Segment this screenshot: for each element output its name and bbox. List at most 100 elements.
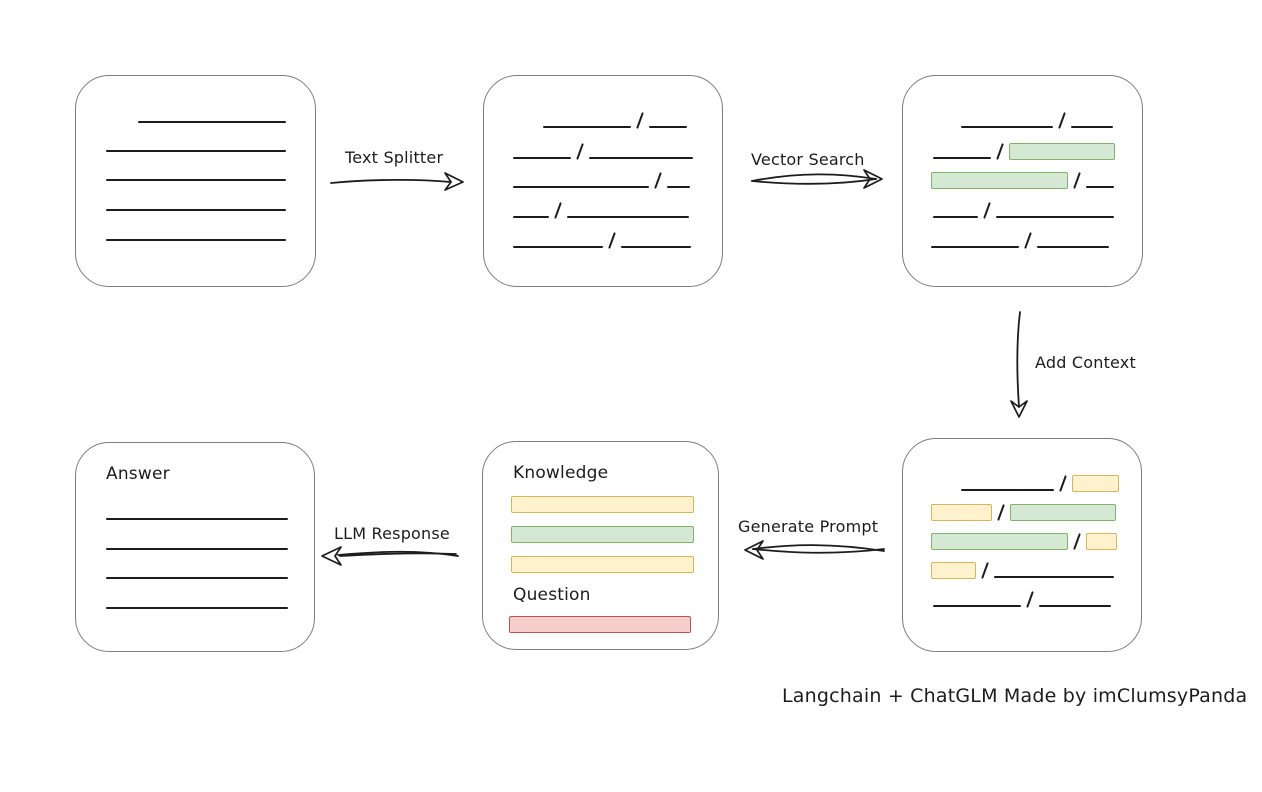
chunk-separator [997, 504, 1005, 521]
chunk-row [513, 201, 689, 219]
text-line [513, 157, 571, 159]
text-splitter-arrow [330, 178, 452, 184]
chunk-row [513, 142, 693, 160]
vector-search-arrow [751, 173, 877, 182]
chunk-highlight-yellow [1086, 533, 1117, 550]
text-line [106, 150, 286, 152]
question-bar-red [509, 616, 691, 633]
chunk-separator [1058, 112, 1066, 129]
vector-search-result-box [902, 75, 1143, 287]
text-line [1037, 246, 1109, 248]
text-line [106, 239, 286, 241]
chunk-row [933, 142, 1115, 160]
knowledge-bar-green [511, 526, 694, 543]
generate-prompt-arrowhead [744, 540, 764, 560]
chunk-row [931, 561, 1114, 579]
text-line [589, 157, 693, 159]
llm-response-arrowhead [321, 546, 342, 566]
answer-title: Answer [106, 464, 170, 484]
text-line [106, 548, 288, 550]
chunk-highlight-green [931, 533, 1068, 550]
text-line [543, 126, 631, 128]
chunk-highlight-green [1009, 143, 1115, 160]
knowledge-bar-yellow [511, 496, 694, 513]
text-line [106, 577, 288, 579]
chunk-row [961, 111, 1113, 129]
text-line [106, 518, 288, 520]
knowledge-title: Knowledge [513, 463, 609, 483]
vector-search-arrowhead [863, 169, 883, 189]
chunk-separator [983, 202, 991, 219]
chunk-row [933, 590, 1111, 608]
llm-response-arrow [337, 550, 459, 557]
chunk-row [933, 201, 1114, 219]
chunk-row [513, 171, 690, 189]
chunk-separator [1026, 591, 1034, 608]
text-splitter-label: Text Splitter [345, 148, 444, 167]
text-line [1086, 186, 1114, 188]
text-line [138, 121, 286, 123]
chunk-separator [981, 562, 989, 579]
generate-prompt-label: Generate Prompt [738, 517, 879, 536]
text-line [513, 246, 603, 248]
chunk-highlight-yellow [1072, 475, 1119, 492]
source-document-box [75, 75, 316, 287]
chunk-separator [636, 112, 644, 129]
chunk-highlight-green [1010, 504, 1116, 521]
text-line [994, 576, 1114, 578]
knowledge-bar-yellow [511, 556, 694, 573]
text-line [513, 186, 649, 188]
chunk-separator [1073, 172, 1081, 189]
add-context-arrow [1016, 311, 1021, 408]
chunk-separator [576, 143, 584, 160]
chunk-separator [608, 232, 616, 249]
text-line [931, 246, 1019, 248]
chunk-separator [654, 172, 662, 189]
vector-search-label: Vector Search [751, 150, 865, 169]
context-chunks-box [902, 438, 1142, 652]
chunk-separator [1024, 232, 1032, 249]
text-line [1039, 605, 1111, 607]
chunk-row [931, 532, 1117, 550]
add-context-label: Add Context [1035, 353, 1136, 372]
text-line [933, 605, 1021, 607]
chunk-row [513, 231, 691, 249]
chunk-row [961, 474, 1119, 492]
text-line [667, 186, 690, 188]
text-line [933, 157, 991, 159]
text-line [649, 126, 687, 128]
credit-caption: Langchain + ChatGLM Made by imClumsyPand… [782, 685, 1248, 707]
text-line [1071, 126, 1113, 128]
prompt-box: Knowledge Question [482, 441, 719, 650]
chunk-highlight-yellow [931, 562, 976, 579]
llm-response-arrow-2 [339, 552, 457, 557]
vector-search-arrow-2 [751, 178, 877, 185]
add-context-arrowhead [1010, 400, 1028, 418]
chunk-separator [1059, 475, 1067, 492]
text-line [106, 179, 286, 181]
text-splitter-arrowhead [444, 172, 464, 191]
question-title: Question [513, 585, 591, 605]
chunk-separator [554, 202, 562, 219]
split-chunks-box [483, 75, 723, 287]
text-line [106, 209, 286, 211]
chunk-separator [1073, 533, 1081, 550]
chunk-row [931, 231, 1109, 249]
generate-prompt-arrow [752, 544, 885, 552]
text-line [513, 216, 549, 218]
text-line [621, 246, 691, 248]
llm-response-label: LLM Response [334, 524, 450, 543]
text-line [567, 216, 689, 218]
text-line [996, 216, 1114, 218]
text-line [961, 489, 1054, 491]
chunk-row [931, 171, 1114, 189]
chunk-highlight-yellow [931, 504, 992, 521]
text-line [106, 607, 288, 609]
generate-prompt-arrow-2 [752, 548, 885, 554]
answer-box: Answer [75, 442, 315, 652]
chunk-separator [996, 143, 1004, 160]
chunk-highlight-green [931, 172, 1068, 189]
text-line [933, 216, 978, 218]
chunk-row [543, 111, 687, 129]
